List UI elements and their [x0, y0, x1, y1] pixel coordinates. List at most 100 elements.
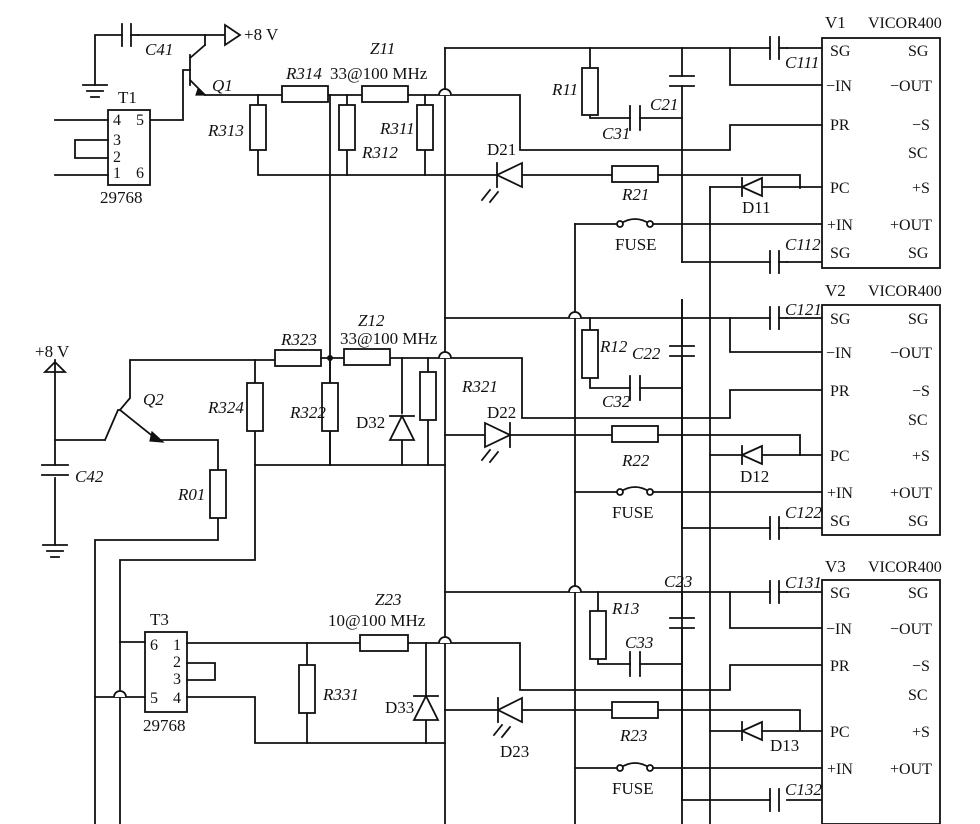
crossovers	[113, 88, 582, 698]
input-stage-2: +8 V C42 Q2 R01 R324 R323 Z12 33@100 MHz…	[35, 311, 446, 824]
svg-text:+OUT: +OUT	[890, 761, 932, 778]
svg-text:VICOR400: VICOR400	[868, 15, 942, 32]
svg-text:4: 4	[173, 690, 181, 707]
svg-text:VICOR400: VICOR400	[868, 283, 942, 300]
svg-text:SG: SG	[908, 43, 929, 60]
svg-text:+IN: +IN	[827, 761, 853, 778]
svg-text:3: 3	[113, 132, 121, 149]
svg-text:D13: D13	[770, 736, 799, 755]
svg-text:FUSE: FUSE	[612, 503, 654, 522]
svg-text:PC: PC	[830, 448, 850, 465]
vicor-module-v2: V2 VICOR400 SG −IN PR PC +IN SG SG −OUT …	[821, 281, 942, 536]
svg-text:−S: −S	[912, 117, 930, 134]
svg-text:R331: R331	[322, 685, 359, 704]
transformer-t3	[144, 631, 188, 713]
svg-text:SG: SG	[908, 245, 929, 262]
input-stage-3: T3 6 1 2 3 5 4 29768 Z23 10@100 MHz R331…	[94, 590, 446, 744]
svg-text:R11: R11	[551, 80, 578, 99]
svg-text:R324: R324	[207, 398, 244, 417]
svg-text:R311: R311	[379, 119, 415, 138]
svg-text:+S: +S	[912, 724, 930, 741]
module-stage-2: C121 R12 C32 C22 R321 D22 R22 D12 FUSE	[444, 299, 823, 540]
supply-label-top: +8 V	[244, 25, 279, 44]
svg-text:V2: V2	[825, 281, 846, 300]
svg-text:C132: C132	[785, 780, 822, 799]
svg-text:R323: R323	[280, 330, 317, 349]
svg-text:V3: V3	[825, 557, 846, 576]
svg-text:+S: +S	[912, 180, 930, 197]
svg-text:Z11: Z11	[370, 39, 395, 58]
svg-text:+S: +S	[912, 448, 930, 465]
svg-text:C31: C31	[602, 124, 630, 143]
svg-text:SG: SG	[830, 585, 851, 602]
vicor-module-v3: V3 VICOR400 SG −IN PR PC +IN SG −OUT −S …	[821, 557, 942, 824]
svg-text:10@100 MHz: 10@100 MHz	[328, 611, 426, 630]
svg-text:D33: D33	[385, 698, 414, 717]
svg-text:SG: SG	[908, 311, 929, 328]
svg-text:SC: SC	[908, 145, 928, 162]
svg-text:C131: C131	[785, 573, 822, 592]
svg-text:C42: C42	[75, 467, 104, 486]
svg-text:PR: PR	[830, 658, 850, 675]
svg-text:R312: R312	[361, 143, 398, 162]
svg-text:−S: −S	[912, 658, 930, 675]
svg-text:R314: R314	[285, 64, 322, 83]
svg-text:4: 4	[113, 112, 121, 129]
svg-text:+IN: +IN	[827, 485, 853, 502]
svg-text:R12: R12	[599, 337, 628, 356]
svg-text:−IN: −IN	[826, 621, 852, 638]
svg-text:SG: SG	[830, 311, 851, 328]
svg-text:SG: SG	[830, 43, 851, 60]
svg-text:SG: SG	[830, 513, 851, 530]
svg-text:FUSE: FUSE	[615, 235, 657, 254]
module-stage-3: C131 R13 C33 C23 D23 R23 D13 FUSE C132	[444, 572, 823, 812]
c41-label: C41	[145, 40, 173, 59]
svg-text:PR: PR	[830, 117, 850, 134]
svg-text:C23: C23	[664, 572, 692, 591]
svg-text:3: 3	[173, 671, 181, 688]
input-stage-1: +8 V C41 Q1 T1 4 5 3 2 1 6 29768 R313 R3…	[54, 23, 446, 207]
svg-text:PR: PR	[830, 383, 850, 400]
svg-text:Q2: Q2	[143, 390, 164, 409]
svg-text:D22: D22	[487, 403, 516, 422]
svg-text:C33: C33	[625, 633, 653, 652]
svg-text:Z12: Z12	[358, 311, 385, 330]
svg-text:R322: R322	[289, 403, 326, 422]
svg-text:C32: C32	[602, 392, 631, 411]
svg-text:SG: SG	[830, 245, 851, 262]
svg-text:PC: PC	[830, 724, 850, 741]
svg-text:D12: D12	[740, 467, 769, 486]
svg-text:C121: C121	[785, 300, 822, 319]
svg-text:Z23: Z23	[375, 590, 401, 609]
svg-text:PC: PC	[830, 180, 850, 197]
svg-text:C21: C21	[650, 95, 678, 114]
svg-text:+OUT: +OUT	[890, 217, 932, 234]
svg-text:D23: D23	[500, 742, 529, 761]
svg-text:SC: SC	[908, 412, 928, 429]
q1-label: Q1	[212, 76, 233, 95]
svg-text:+8 V: +8 V	[35, 342, 70, 361]
svg-text:2: 2	[173, 654, 181, 671]
svg-text:D21: D21	[487, 140, 516, 159]
svg-text:FUSE: FUSE	[612, 779, 654, 798]
t1-label: T1	[118, 88, 137, 107]
svg-text:SG: SG	[908, 513, 929, 530]
svg-text:C122: C122	[785, 503, 822, 522]
svg-text:+IN: +IN	[827, 217, 853, 234]
svg-text:R313: R313	[207, 121, 244, 140]
svg-text:+OUT: +OUT	[890, 485, 932, 502]
svg-text:5: 5	[136, 112, 144, 129]
vicor-module-v1: V1 VICOR400 SG −IN PR PC +IN SG SG −OUT …	[821, 13, 942, 269]
svg-text:D11: D11	[742, 198, 771, 217]
svg-text:V1: V1	[825, 13, 846, 32]
t1-part: 29768	[100, 188, 143, 207]
svg-text:−IN: −IN	[826, 345, 852, 362]
svg-text:−OUT: −OUT	[890, 345, 932, 362]
svg-text:R23: R23	[619, 726, 647, 745]
svg-text:−S: −S	[912, 383, 930, 400]
svg-text:33@100 MHz: 33@100 MHz	[330, 64, 428, 83]
svg-text:R01: R01	[177, 485, 205, 504]
svg-text:5: 5	[150, 690, 158, 707]
svg-text:C22: C22	[632, 344, 661, 363]
